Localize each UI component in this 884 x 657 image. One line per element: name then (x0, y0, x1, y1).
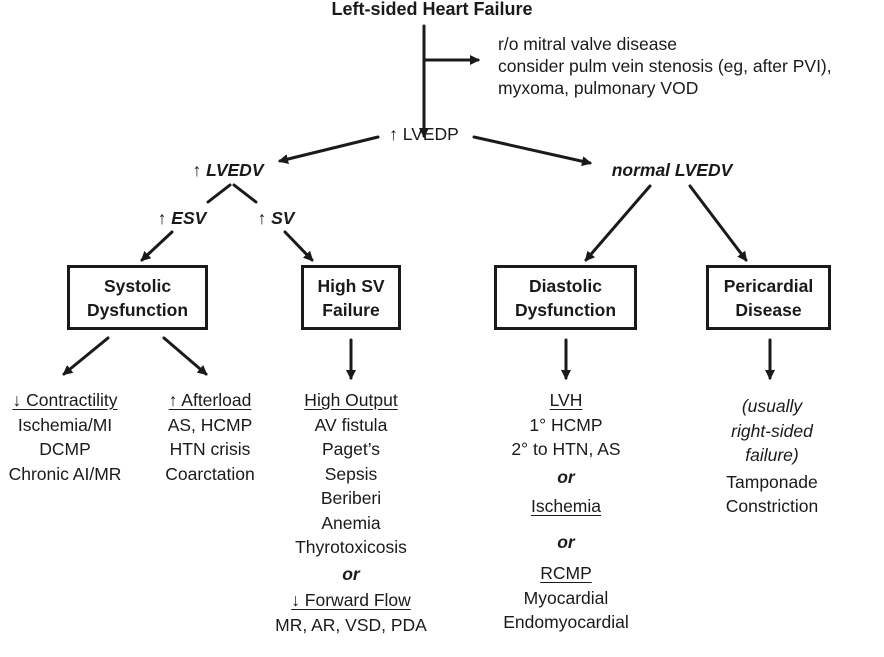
box-line: Failure (322, 299, 380, 320)
side-note: r/o mitral valve disease consider pulm v… (498, 33, 832, 99)
arrow-lvedp-to-inc-lvedv (278, 135, 380, 164)
list-item: MR, AR, VSD, PDA (275, 614, 427, 635)
side-note-line: consider pulm vein stenosis (eg, after P… (498, 56, 832, 76)
ischemia-header: Ischemia (530, 496, 602, 516)
box-line: Pericardial (723, 275, 814, 296)
arrow-normal-to-diastolic (584, 184, 652, 262)
list-item: Constriction (725, 496, 819, 516)
high-output-list: High Output AV fistula Paget’s Sepsis Be… (275, 388, 427, 637)
afterload-list: ↑ Afterload AS, HCMP HTN crisis Coarctat… (165, 388, 255, 486)
list-item: Tamponade (726, 471, 818, 492)
box-line: Dysfunction (514, 299, 617, 320)
diastolic-causes-list: LVH 1° HCMP 2° to HTN, AS or Ischemia or… (503, 388, 628, 635)
high-sv-failure-box: High SV Failure (301, 265, 401, 330)
dash-lvedv-to-sv (232, 183, 258, 204)
list-item: Coarctation (165, 463, 255, 484)
contractility-list: ↓ Contractility Ischemia/MI DCMP Chronic… (9, 388, 122, 486)
list-item: 1° HCMP (529, 414, 603, 435)
list-item: Myocardial (523, 587, 609, 608)
pericardial-causes-list: (usually right-sided failure) Tamponade … (726, 394, 818, 519)
list-item: Endomyocardial (503, 612, 629, 632)
pericardial-note-line: (usually (741, 396, 803, 416)
side-note-line: myxoma, pulmonary VOD (498, 78, 699, 98)
list-item: DCMP (39, 439, 91, 459)
sv-label: ↑ SV (257, 208, 295, 228)
inc-lvedv-label: ↑ LVEDV (192, 160, 264, 180)
esv-label: ↑ ESV (157, 208, 207, 228)
or-label: or (342, 563, 360, 584)
list-item: AV fistula (314, 414, 388, 435)
box-line: Dysfunction (86, 299, 189, 320)
list-item: AS, HCMP (167, 414, 253, 435)
arrow-esv-to-systolic (140, 230, 174, 262)
page-title: Left-sided Heart Failure (331, 0, 533, 19)
or-label: or (557, 466, 575, 487)
arrow-systolic-to-afterload (162, 336, 208, 376)
list-item: Sepsis (324, 463, 378, 484)
list-item: 2° to HTN, AS (511, 439, 621, 459)
lvedp-label: ↑ LVEDP (389, 124, 459, 144)
arrow-sv-to-high-sv (283, 230, 314, 262)
afterload-header: ↑ Afterload (168, 390, 252, 410)
pericardial-note-line: failure) (745, 445, 799, 465)
arrow-lvedp-to-normal-lvedv (472, 135, 592, 167)
normal-lvedv-label: normal LVEDV (611, 160, 733, 180)
arrow-normal-to-pericardial (688, 184, 748, 262)
list-item: Chronic AI/MR (8, 463, 122, 484)
list-item: HTN crisis (169, 439, 251, 459)
side-note-line: r/o mitral valve disease (498, 34, 677, 54)
box-line: Diastolic (529, 275, 602, 296)
dash-lvedv-to-esv (206, 183, 232, 204)
pericardial-note-line: right-sided (731, 420, 813, 441)
arrow-systolic-to-contractility (62, 336, 110, 376)
box-line: Disease (735, 299, 802, 320)
lvh-header: LVH (549, 390, 583, 410)
list-item: Paget’s (321, 439, 381, 459)
or-label: or (557, 531, 575, 552)
list-item: Beriberi (320, 488, 382, 508)
box-line: Systolic (103, 275, 172, 296)
contractility-header: ↓ Contractility (12, 390, 118, 410)
list-item: Thyrotoxicosis (295, 537, 407, 557)
rcmp-header: RCMP (540, 563, 592, 583)
list-item: Anemia (321, 512, 381, 533)
forward-flow-header: ↓ Forward Flow (291, 590, 411, 610)
high-output-header: High Output (304, 390, 398, 410)
box-line: High SV (317, 275, 385, 296)
list-item: Ischemia/MI (17, 414, 113, 435)
